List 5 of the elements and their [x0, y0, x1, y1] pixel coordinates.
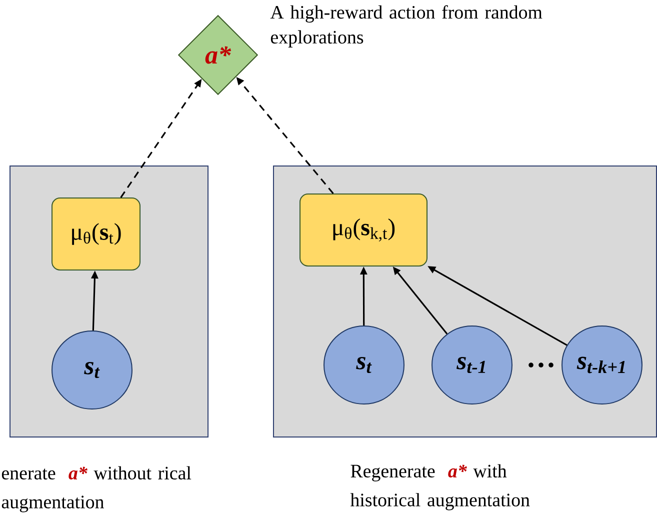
policy-box: μ$_{θ}$(s$_{k,t}$)	[300, 194, 428, 266]
policy-box: μ$_{θ}$(s$_{t}$)	[52, 198, 140, 270]
caption-text: enerate a* without rical augmentation	[2, 466, 192, 512]
annotation-text: A high-reward action from random explorations	[270, 5, 542, 48]
caption-text: Regenerate a* with historical augmentation	[350, 464, 530, 510]
